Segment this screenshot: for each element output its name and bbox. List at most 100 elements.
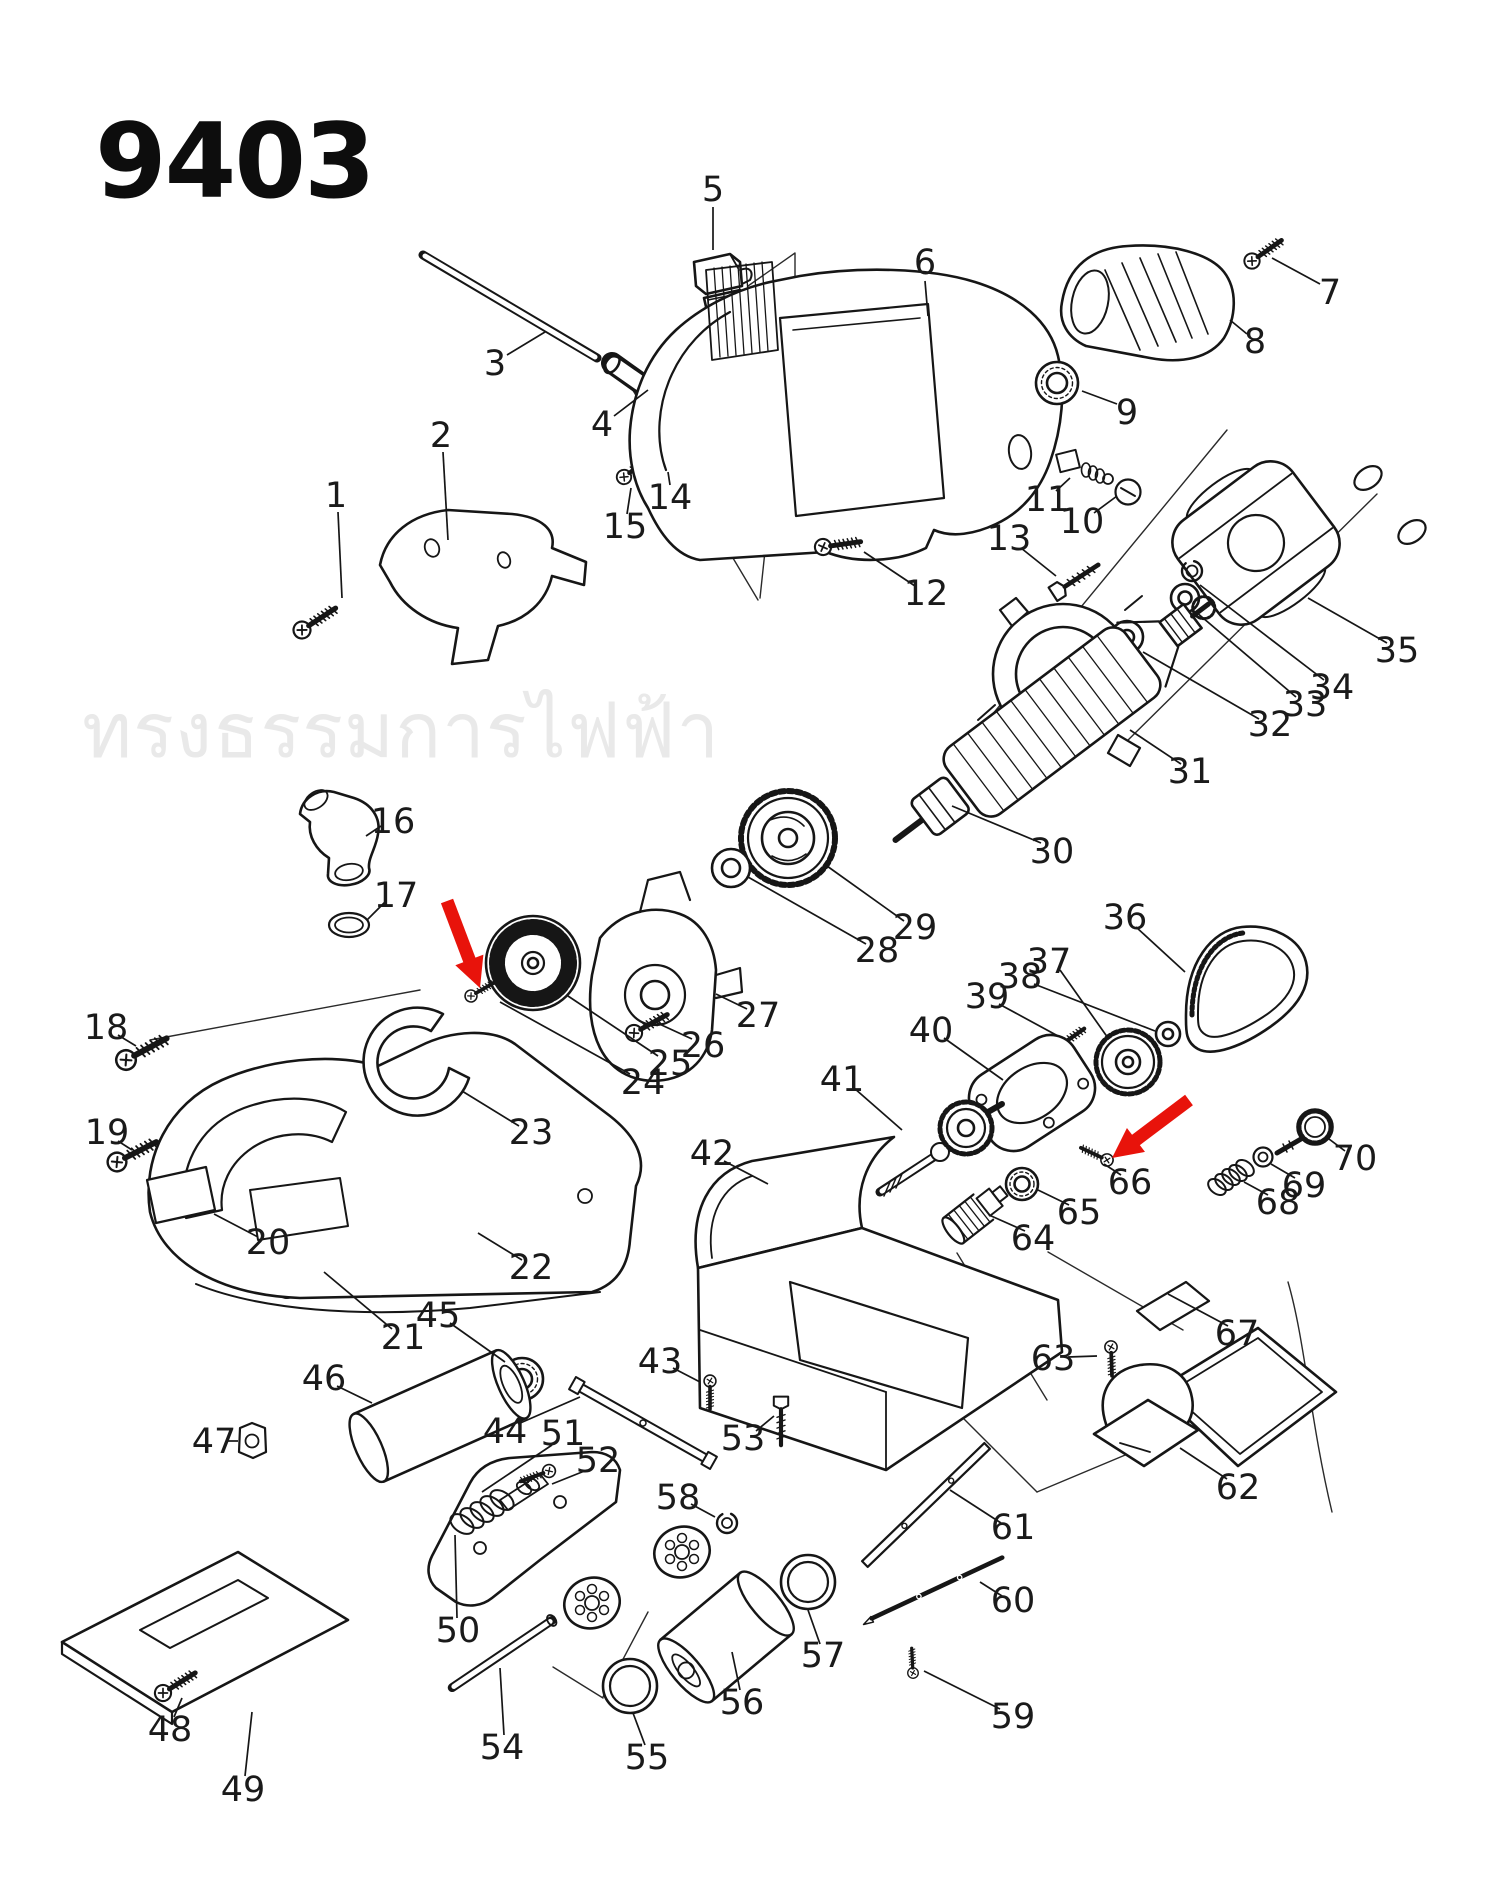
part-label-36: 36 (1103, 898, 1148, 938)
part-label-56: 56 (720, 1683, 765, 1723)
leader-line-43 (672, 1367, 701, 1383)
part-label-38: 38 (998, 957, 1043, 997)
leader-line-19 (117, 1140, 133, 1151)
leader-line-35 (1307, 597, 1388, 644)
red-arrow-shaft-1 (440, 898, 478, 968)
part-label-67: 67 (1215, 1314, 1260, 1354)
part-label-60: 60 (991, 1581, 1036, 1621)
leader-line-41 (853, 1087, 903, 1131)
part-label-59: 59 (991, 1697, 1036, 1737)
dust-elbow-assembly (298, 789, 380, 939)
part-label-37: 37 (1027, 942, 1072, 982)
blade-part (862, 1555, 1005, 1626)
part-label-52: 52 (576, 1441, 621, 1481)
leader-line-11 (1055, 477, 1071, 492)
part-label-7: 7 (1319, 273, 1341, 313)
leader-line-44 (517, 1396, 581, 1425)
part-label-30: 30 (1030, 832, 1075, 872)
leader-line-66 (1103, 1163, 1122, 1176)
leader-line-24 (499, 1001, 631, 1075)
part-label-43: 43 (638, 1342, 683, 1382)
leader-line-18 (117, 1034, 137, 1047)
part-label-16: 16 (371, 802, 416, 842)
leader-line-16 (365, 825, 382, 837)
drive-assembly (694, 925, 1334, 1472)
part-label-2: 2 (430, 416, 452, 456)
leader-line-67 (1167, 1293, 1229, 1327)
part-label-10: 10 (1060, 502, 1105, 542)
leader-line-40 (943, 1037, 1004, 1081)
part-label-54: 54 (480, 1728, 525, 1768)
part-label-31: 31 (1168, 752, 1213, 792)
leader-line-6 (924, 280, 929, 317)
leader-line-22 (477, 1232, 523, 1261)
leader-line-53 (755, 1415, 775, 1432)
part-label-63: 63 (1031, 1339, 1076, 1379)
leader-line-2 (442, 451, 449, 541)
page-title: 9403 (95, 102, 374, 222)
part-label-40: 40 (909, 1011, 954, 1051)
fan-bracket-assembly (461, 870, 744, 1083)
part-label-4: 4 (591, 405, 613, 445)
part-label-5: 5 (702, 170, 724, 210)
part-label-23: 23 (509, 1113, 554, 1153)
leader-line-9 (1081, 390, 1118, 405)
leader-line-28 (747, 876, 867, 945)
part-label-45: 45 (416, 1296, 461, 1336)
leader-line-70 (1328, 1138, 1346, 1152)
part-label-17: 17 (374, 876, 419, 916)
part-label-26: 26 (681, 1026, 726, 1066)
leader-line-60 (979, 1581, 1003, 1597)
part-label-39: 39 (965, 977, 1010, 1017)
leader-line-64 (988, 1214, 1026, 1232)
leader-line-61 (949, 1489, 1002, 1524)
leader-line-57 (807, 1609, 821, 1645)
red-arrow-head-2 (1112, 1127, 1145, 1158)
part-label-68: 68 (1256, 1183, 1301, 1223)
part-label-51: 51 (541, 1414, 586, 1454)
rear-cover-assembly (814, 234, 1286, 601)
watermark-text: ทรงธรรมการไฟฟ้า (82, 686, 720, 775)
highlight-arrows (440, 898, 1193, 1158)
armature-part (892, 595, 1217, 843)
leader-line-4 (613, 389, 649, 417)
part-label-70: 70 (1333, 1139, 1378, 1179)
part-label-6: 6 (914, 243, 936, 283)
leader-line-26 (654, 1021, 693, 1040)
leader-line-56 (731, 1651, 741, 1691)
leader-line-49 (244, 1711, 253, 1777)
leader-line-54 (499, 1667, 505, 1736)
part-label-41: 41 (820, 1060, 865, 1100)
leader-line-15 (626, 487, 632, 515)
leader-line-1 (337, 511, 343, 599)
part-label-24: 24 (621, 1063, 666, 1103)
part-label-32: 32 (1248, 705, 1293, 745)
leader-line-14 (667, 471, 671, 486)
red-arrow-head-1 (455, 954, 484, 988)
leader-line-36 (1135, 926, 1186, 973)
leader-line-52 (551, 1469, 588, 1485)
retainer-plate (860, 1441, 992, 1569)
leader-line-42 (723, 1160, 769, 1185)
leader-line-27 (715, 993, 748, 1010)
leader-line-31 (1129, 729, 1182, 765)
leader-line-50 (454, 1534, 458, 1619)
part-label-35: 35 (1375, 631, 1420, 671)
leader-lines (117, 207, 1388, 1777)
part-label-19: 19 (85, 1113, 130, 1153)
part-label-49: 49 (221, 1770, 266, 1810)
leader-line-55 (632, 1712, 646, 1746)
front-grip-assembly (290, 508, 588, 666)
part-label-57: 57 (801, 1636, 846, 1676)
part-label-65: 65 (1057, 1193, 1102, 1233)
leader-line-51 (481, 1444, 553, 1493)
leader-line-65 (1037, 1189, 1070, 1206)
base-assembly (60, 1280, 1338, 1726)
motor-housing-part (628, 261, 1064, 562)
leader-line-13 (1020, 547, 1057, 577)
leader-line-38 (1033, 983, 1156, 1032)
part-label-14: 14 (648, 478, 693, 518)
leader-line-30 (951, 805, 1042, 844)
part-number-labels: 1234567891011121314151617181920212223242… (84, 170, 1420, 1810)
part-label-44: 44 (483, 1412, 528, 1452)
